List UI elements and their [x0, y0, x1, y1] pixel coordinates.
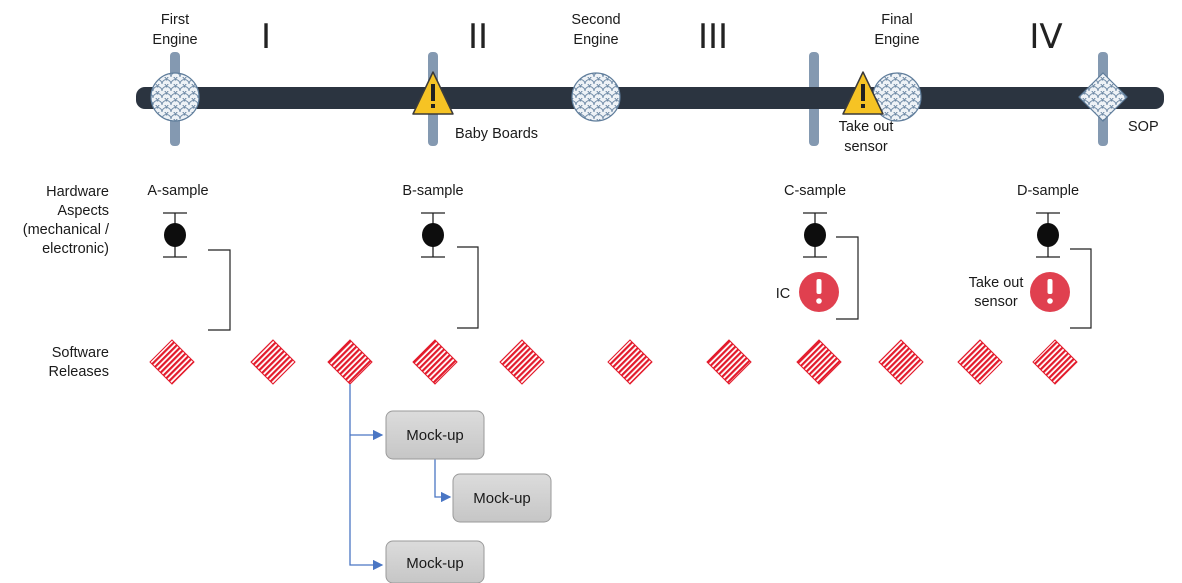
warning-icon-take-out-sensor: [842, 71, 884, 115]
final-engine-label-line1: Final: [881, 12, 912, 28]
take-out-sensor-top-line2: sensor: [844, 139, 888, 155]
software-release-5: [499, 339, 545, 385]
software-release-6: [607, 339, 653, 385]
bracket-a: [208, 249, 231, 331]
mockup-label-3: Mock-up: [406, 555, 464, 572]
software-release-11: [1032, 339, 1078, 385]
take-out-sensor-top-line1: Take out: [839, 119, 894, 135]
sop-marker: [1078, 72, 1128, 122]
software-release-1: [149, 339, 195, 385]
software-row-label-line1: Software: [52, 345, 109, 361]
sample-label-c: C-sample: [784, 183, 846, 199]
take-out-sensor-issue-line1: Take out: [969, 275, 1024, 291]
sample-marker-b: [421, 212, 445, 258]
mockup-label-1: Mock-up: [406, 427, 464, 444]
mockup-label-2: Mock-up: [473, 490, 531, 507]
second-engine-label-line1: Second: [571, 12, 620, 28]
hardware-row-label-line2: Aspects: [57, 203, 109, 219]
baby-boards-label: Baby Boards: [455, 126, 538, 142]
phase-label-3: III: [698, 17, 728, 57]
bracket-b: [457, 246, 479, 329]
sample-label-b: B-sample: [402, 183, 463, 199]
first-engine-marker: [150, 72, 200, 122]
phase-label-4: IV: [1029, 17, 1062, 57]
sample-marker-c: [803, 212, 827, 258]
warning-icon-baby-boards: [412, 71, 454, 115]
mockup-box-1: Mock-up: [385, 410, 485, 460]
sample-label-a: A-sample: [147, 183, 208, 199]
bracket-c: [836, 236, 859, 320]
connector-mockup-1-to-mockup-2: [434, 459, 452, 503]
software-release-3: [327, 339, 373, 385]
software-release-10: [957, 339, 1003, 385]
final-engine-label-line2: Engine: [874, 32, 919, 48]
phase-label-1: I: [261, 17, 271, 57]
first-engine-label-line1: First: [161, 12, 189, 28]
phase-label-2: II: [468, 17, 488, 57]
alert-icon-take-out-sensor: [1030, 272, 1070, 312]
sample-label-d: D-sample: [1017, 183, 1079, 199]
ic-label: IC: [776, 286, 791, 302]
second-engine-marker: [571, 72, 621, 122]
timeline-bar: [136, 87, 1164, 109]
sample-marker-d: [1036, 212, 1060, 258]
hardware-row-label-line1: Hardware: [46, 184, 109, 200]
software-release-4: [412, 339, 458, 385]
second-engine-label-line2: Engine: [573, 32, 618, 48]
software-release-2: [250, 339, 296, 385]
hardware-row-label-line3: (mechanical /: [23, 222, 110, 238]
sop-label: SOP: [1128, 119, 1159, 135]
connector-release-to-mockup-3: [349, 384, 384, 571]
mockup-box-2: Mock-up: [452, 473, 552, 523]
bracket-d: [1070, 248, 1092, 329]
mockup-box-3: Mock-up: [385, 540, 485, 583]
take-out-sensor-issue-line2: sensor: [974, 294, 1018, 310]
software-row-label-line2: Releases: [49, 364, 109, 380]
hardware-row-label-line4: electronic): [42, 241, 109, 257]
alert-icon-ic: [799, 272, 839, 312]
first-engine-label-line2: Engine: [152, 32, 197, 48]
software-release-9: [878, 339, 924, 385]
sample-marker-a: [163, 212, 187, 258]
software-release-8: [796, 339, 842, 385]
software-release-7: [706, 339, 752, 385]
